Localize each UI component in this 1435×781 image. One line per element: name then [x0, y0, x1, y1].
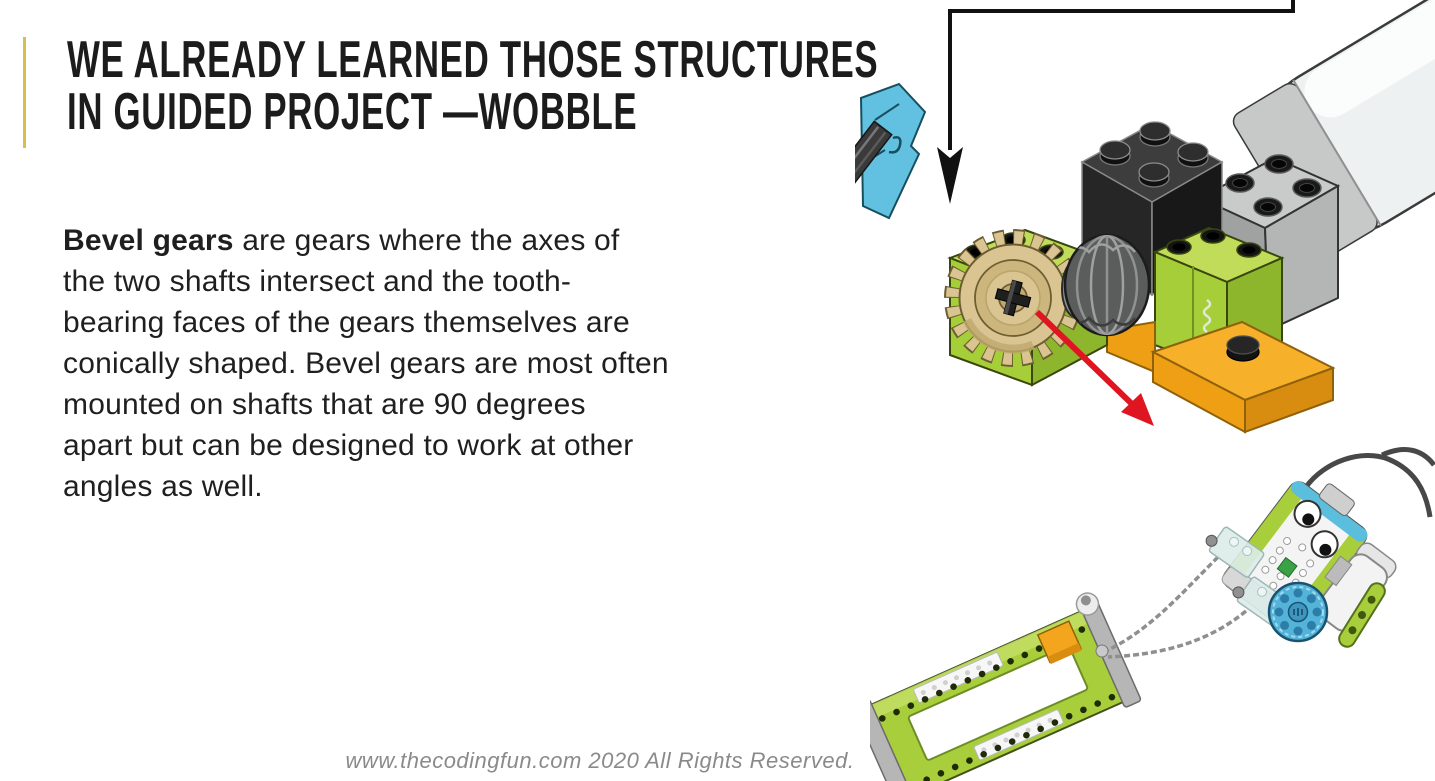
green-beam	[1338, 582, 1386, 648]
red-arrow-icon	[1034, 309, 1154, 426]
translucent-brick-1	[1205, 526, 1265, 578]
orange-brick	[1106, 320, 1336, 434]
black-brick-studs	[1099, 121, 1209, 188]
page-title: WE ALREADY LEARNED THOSE STRUCTURES IN G…	[67, 34, 1278, 138]
pinion-gear	[1061, 233, 1151, 337]
hub-eye-left	[1293, 499, 1322, 528]
orange-brick-stud	[1226, 335, 1260, 362]
body-paragraph-text: are gears where the axes of the two shaf…	[63, 224, 669, 503]
axle-rod	[855, 120, 893, 257]
hub-blue-band	[1291, 481, 1368, 542]
hub-connector	[1319, 483, 1355, 517]
spring-detail	[1202, 298, 1212, 334]
accent-bar	[23, 37, 26, 148]
hub-motor	[1316, 542, 1397, 632]
figure-wobble-model	[870, 445, 1435, 781]
title-line-2: IN GUIDED PROJECT —WOBBLE	[67, 83, 638, 141]
chain-strings	[1105, 555, 1248, 659]
drum-studs	[1225, 154, 1322, 217]
axle-cross	[994, 279, 1032, 317]
body-bold-lead: Bevel gears	[63, 224, 243, 257]
chain-hook	[1095, 644, 1109, 658]
crown-gear	[944, 229, 1082, 367]
blue-crown-wheel	[1267, 581, 1329, 643]
hub-cable	[1303, 447, 1435, 518]
cyan-connector	[859, 82, 927, 220]
footer-copyright: www.thecodingfun.com 2020 All Rights Res…	[345, 748, 855, 773]
figure-bevel-gear-closeup	[855, 0, 1435, 445]
callout-arrow-icon	[937, 0, 1295, 204]
frame	[870, 592, 1142, 781]
body-paragraph: Bevel gears are gears where the axes of …	[63, 220, 823, 507]
title-line-1: WE ALREADY LEARNED THOSE STRUCTURES	[67, 31, 879, 89]
hub-green-button	[1276, 556, 1298, 578]
hub-eye-right	[1310, 530, 1339, 559]
